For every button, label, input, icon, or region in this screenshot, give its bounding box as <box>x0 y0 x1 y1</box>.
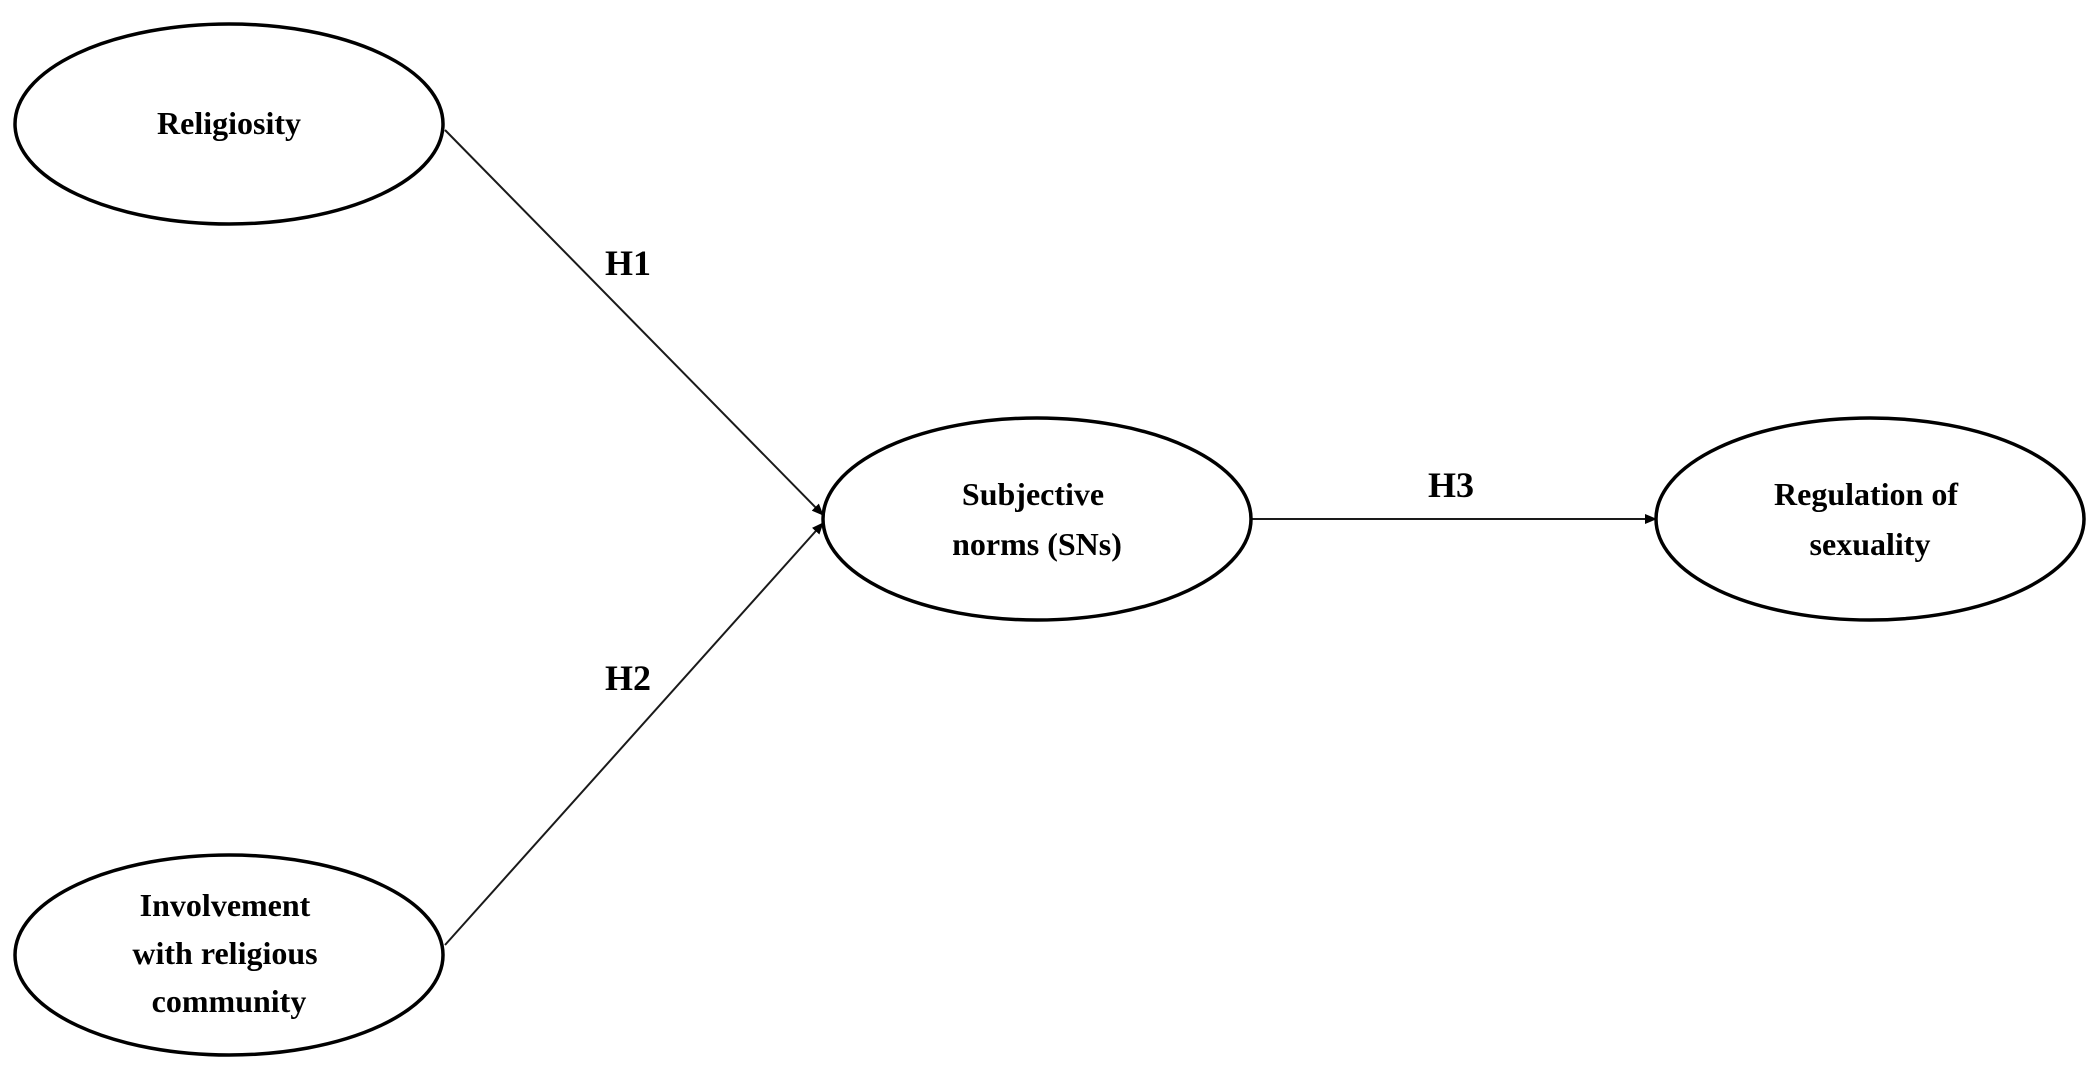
edge-h1-label: H1 <box>605 243 651 283</box>
edge-h1: H1 <box>444 129 824 516</box>
edge-h3: H3 <box>1252 465 1657 524</box>
node-regulation-line-1: Regulation of <box>1774 476 1958 512</box>
edge-h2-label: H2 <box>605 658 651 698</box>
node-regulation: Regulation of sexuality <box>1654 416 2086 622</box>
node-religiosity: Religiosity <box>13 22 445 226</box>
node-regulation-line-2: sexuality <box>1810 526 1931 562</box>
node-subjective-norms-line-1: Subjective <box>962 476 1104 512</box>
edge-h1-arrow <box>444 129 824 516</box>
node-involvement-label: Involvement with religious community <box>132 887 325 1019</box>
node-involvement-ellipse <box>13 853 445 1057</box>
edge-h2-arrow <box>444 522 824 946</box>
node-subjective-norms-ellipse <box>821 416 1253 622</box>
node-involvement-line-2: with religious <box>132 935 317 971</box>
node-religiosity-line-1: Religiosity <box>157 105 301 141</box>
edge-h3-label: H3 <box>1428 465 1474 505</box>
node-religiosity-ellipse <box>13 22 445 226</box>
node-regulation-label: Regulation of sexuality <box>1774 476 1966 562</box>
node-regulation-ellipse <box>1654 416 2086 622</box>
node-involvement-line-1: Involvement <box>140 887 311 923</box>
edge-h2: H2 <box>444 522 824 946</box>
node-subjective-norms-line-2: norms (SNs) <box>952 526 1122 562</box>
node-involvement: Involvement with religious community <box>13 853 445 1057</box>
node-subjective-norms-label: Subjective norms (SNs) <box>952 476 1122 562</box>
node-subjective-norms: Subjective norms (SNs) <box>821 416 1253 622</box>
node-religiosity-label: Religiosity <box>157 105 301 141</box>
node-involvement-line-3: community <box>152 983 307 1019</box>
